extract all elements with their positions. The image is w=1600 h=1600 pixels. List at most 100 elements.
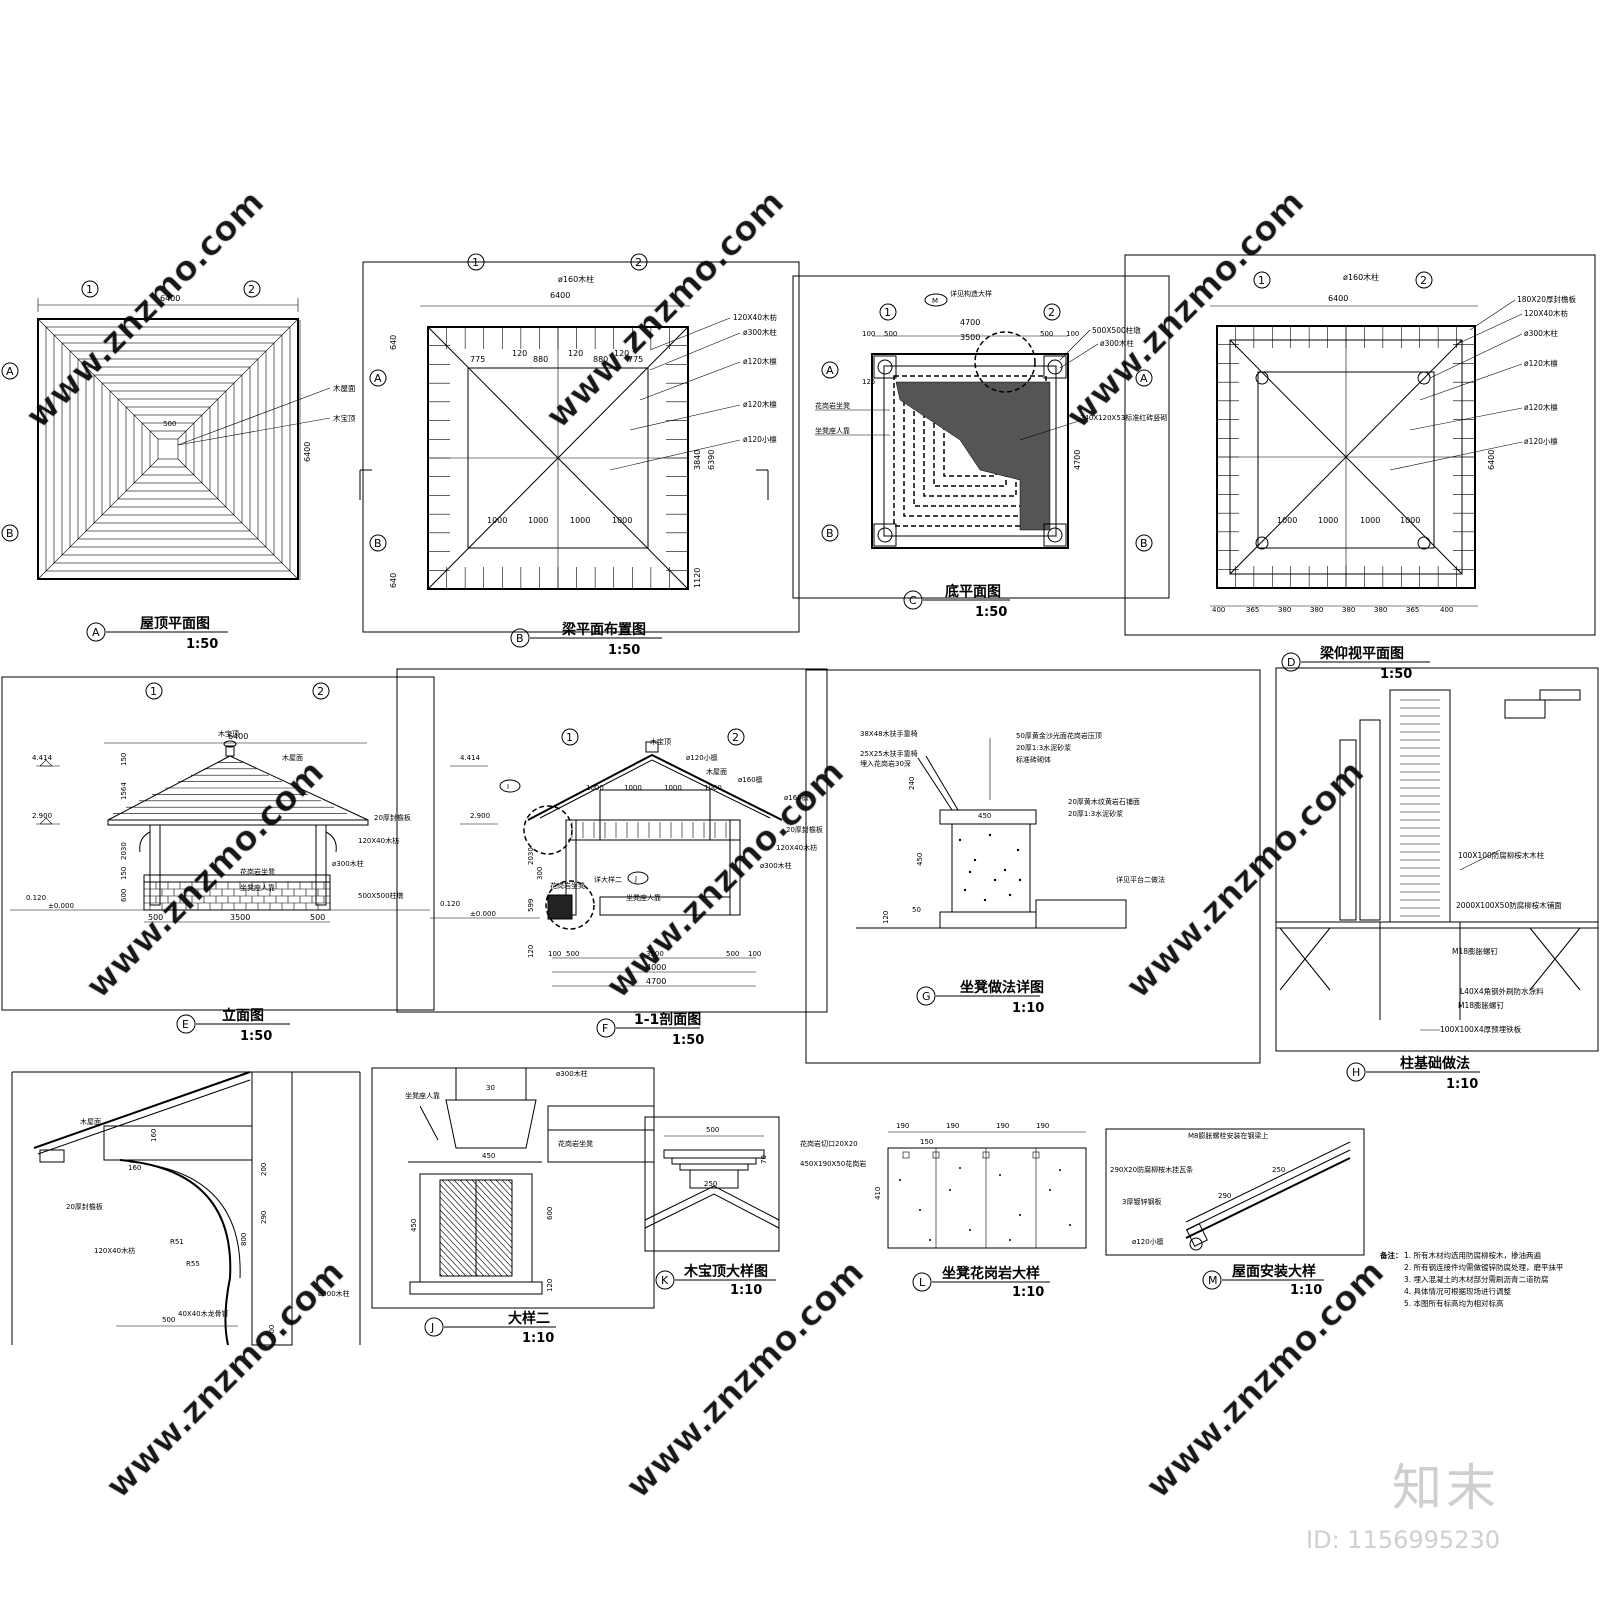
- dim-total: 6400: [160, 294, 180, 303]
- detail-circle: [974, 331, 1036, 393]
- column-circle: [877, 359, 893, 375]
- title-bubble: [596, 1018, 616, 1038]
- sheet-frame: [805, 669, 1261, 1064]
- grid-dim: 775: [628, 355, 643, 364]
- total-dim: 4000: [646, 963, 666, 972]
- axis-label: 2: [1420, 274, 1427, 287]
- joint-notch: [902, 1151, 910, 1159]
- dim-total: 4700: [960, 318, 980, 327]
- hatch-line: [507, 1179, 513, 1185]
- axis-label: 1: [566, 731, 573, 744]
- hatch-line: [439, 1260, 455, 1277]
- roof-ring: [37, 318, 299, 580]
- hatch-line: [439, 1203, 509, 1277]
- dim: 120: [546, 1279, 554, 1292]
- bay-dim: 1000: [528, 516, 548, 525]
- bracket: [139, 831, 151, 853]
- hatch-line: [483, 1179, 513, 1211]
- title-text: 屋面安装大样: [1232, 1263, 1316, 1280]
- level: 4.414: [460, 754, 481, 762]
- title-scale: 1:10: [1012, 1001, 1044, 1016]
- grid-dim: 880: [533, 355, 548, 364]
- leader-label: 100X100防腐柳桉木木柱: [1458, 850, 1545, 860]
- bay-dim: 1000: [487, 516, 507, 525]
- pavilion-base: [871, 353, 1069, 549]
- dim: 50: [912, 906, 921, 914]
- roof-ring: [109, 390, 227, 508]
- detail-circle: [523, 805, 573, 855]
- axis-bubble: [1135, 369, 1153, 387]
- hatch-line: [489, 1179, 513, 1204]
- leader-label: ø300木柱: [743, 327, 777, 337]
- leader-label: 花岗岩坐凳: [815, 401, 850, 410]
- title-block-c: C 底平面图 1:50: [903, 583, 1010, 620]
- roof-ring: [53, 334, 283, 564]
- speckle: [993, 878, 997, 882]
- leader-label: ø300木柱: [760, 861, 792, 870]
- level: 2.900: [32, 812, 52, 820]
- hatch-line: [453, 1179, 513, 1243]
- sheet-frame: [1, 676, 435, 1011]
- title-block-b: B 梁平面布置图 1:50: [510, 621, 662, 658]
- title-text: 屋顶平面图: [140, 616, 210, 632]
- roof-ring: [141, 422, 195, 476]
- roof-finial: [225, 745, 235, 757]
- title-bubble: [655, 1270, 675, 1290]
- roof-ring: [77, 358, 259, 540]
- title-scale: 1:50: [975, 605, 1007, 620]
- column: [315, 824, 327, 906]
- leader-label: ø120木檩: [743, 399, 777, 409]
- height-dim: 600: [120, 889, 128, 902]
- leader-label: ø120小檩: [1524, 436, 1558, 446]
- sheet-frame: [1105, 1128, 1365, 1256]
- leader-label: M8膨胀螺栓安装在钢梁上: [1188, 1131, 1269, 1140]
- leader-label: 20厚封檐板: [66, 1202, 103, 1211]
- title-letter: L: [919, 1276, 926, 1289]
- title-letter: F: [602, 1022, 608, 1035]
- dim: 30: [486, 1084, 495, 1092]
- leader-label: M18膨胀螺钉: [1452, 946, 1499, 956]
- dim: 450: [482, 1152, 495, 1160]
- detail-note: 详见构造大样: [950, 289, 992, 298]
- title-scale: 1:10: [1290, 1283, 1322, 1298]
- leader-label: 花岗岩坐凳: [550, 881, 585, 890]
- height-dim: 150: [120, 867, 128, 880]
- leader-label: 50厚黄金沙光面花岗岩压顶: [1016, 731, 1102, 740]
- axis-label: B: [374, 537, 382, 550]
- drawing-l-granite-detail: 190 190 190 190 150 410 花岗岩切口20X20 450X1…: [800, 1122, 1087, 1249]
- title-block-l: L 坐凳花岗岩大样 1:10: [912, 1265, 1050, 1300]
- cap-block: [1504, 699, 1546, 719]
- general-notes: 备注： 1. 所有木材均选用防腐柳桉木，掺油两遍 2. 所有钢连接件均需做镀锌防…: [1379, 1250, 1564, 1308]
- notes-heading: 备注：: [1379, 1250, 1403, 1260]
- hatch-line: [439, 1228, 485, 1277]
- title-block-k: K 木宝顶大样图 1:10: [655, 1263, 776, 1298]
- watermark-text: www.znzmo.com: [538, 182, 792, 436]
- axis-bubble: [145, 682, 163, 700]
- axis-bubble: [821, 361, 839, 379]
- axis-bubble: [1043, 303, 1061, 321]
- level: 2.900: [470, 812, 490, 820]
- dim: 120: [882, 911, 890, 924]
- speckle: [999, 1174, 1001, 1176]
- roof-hip: [37, 458, 159, 580]
- bench-top: [143, 874, 331, 883]
- speckle: [929, 1239, 931, 1241]
- title-bubble: [510, 628, 530, 648]
- leader-label: 120X40木枋: [358, 836, 399, 845]
- title-letter: C: [909, 594, 917, 607]
- base-dim: 500: [726, 950, 739, 958]
- hatch-line: [439, 1216, 497, 1277]
- leader-label: 3厚镀锌钢板: [1122, 1197, 1161, 1206]
- roof-hip: [177, 458, 299, 580]
- leader-label: ø160檩: [784, 793, 809, 802]
- sheet-frame: [362, 261, 800, 633]
- leader-label: 坐凳座人靠: [815, 426, 850, 435]
- speckle: [959, 1167, 961, 1169]
- axis-label: B: [6, 527, 14, 540]
- height-dim: 599: [527, 899, 535, 912]
- dim: 600: [546, 1207, 554, 1220]
- axis-label: 2: [317, 685, 324, 698]
- leader-label: ø300木柱: [332, 859, 364, 868]
- base-dim: 3500: [646, 950, 664, 958]
- speckle: [973, 858, 977, 862]
